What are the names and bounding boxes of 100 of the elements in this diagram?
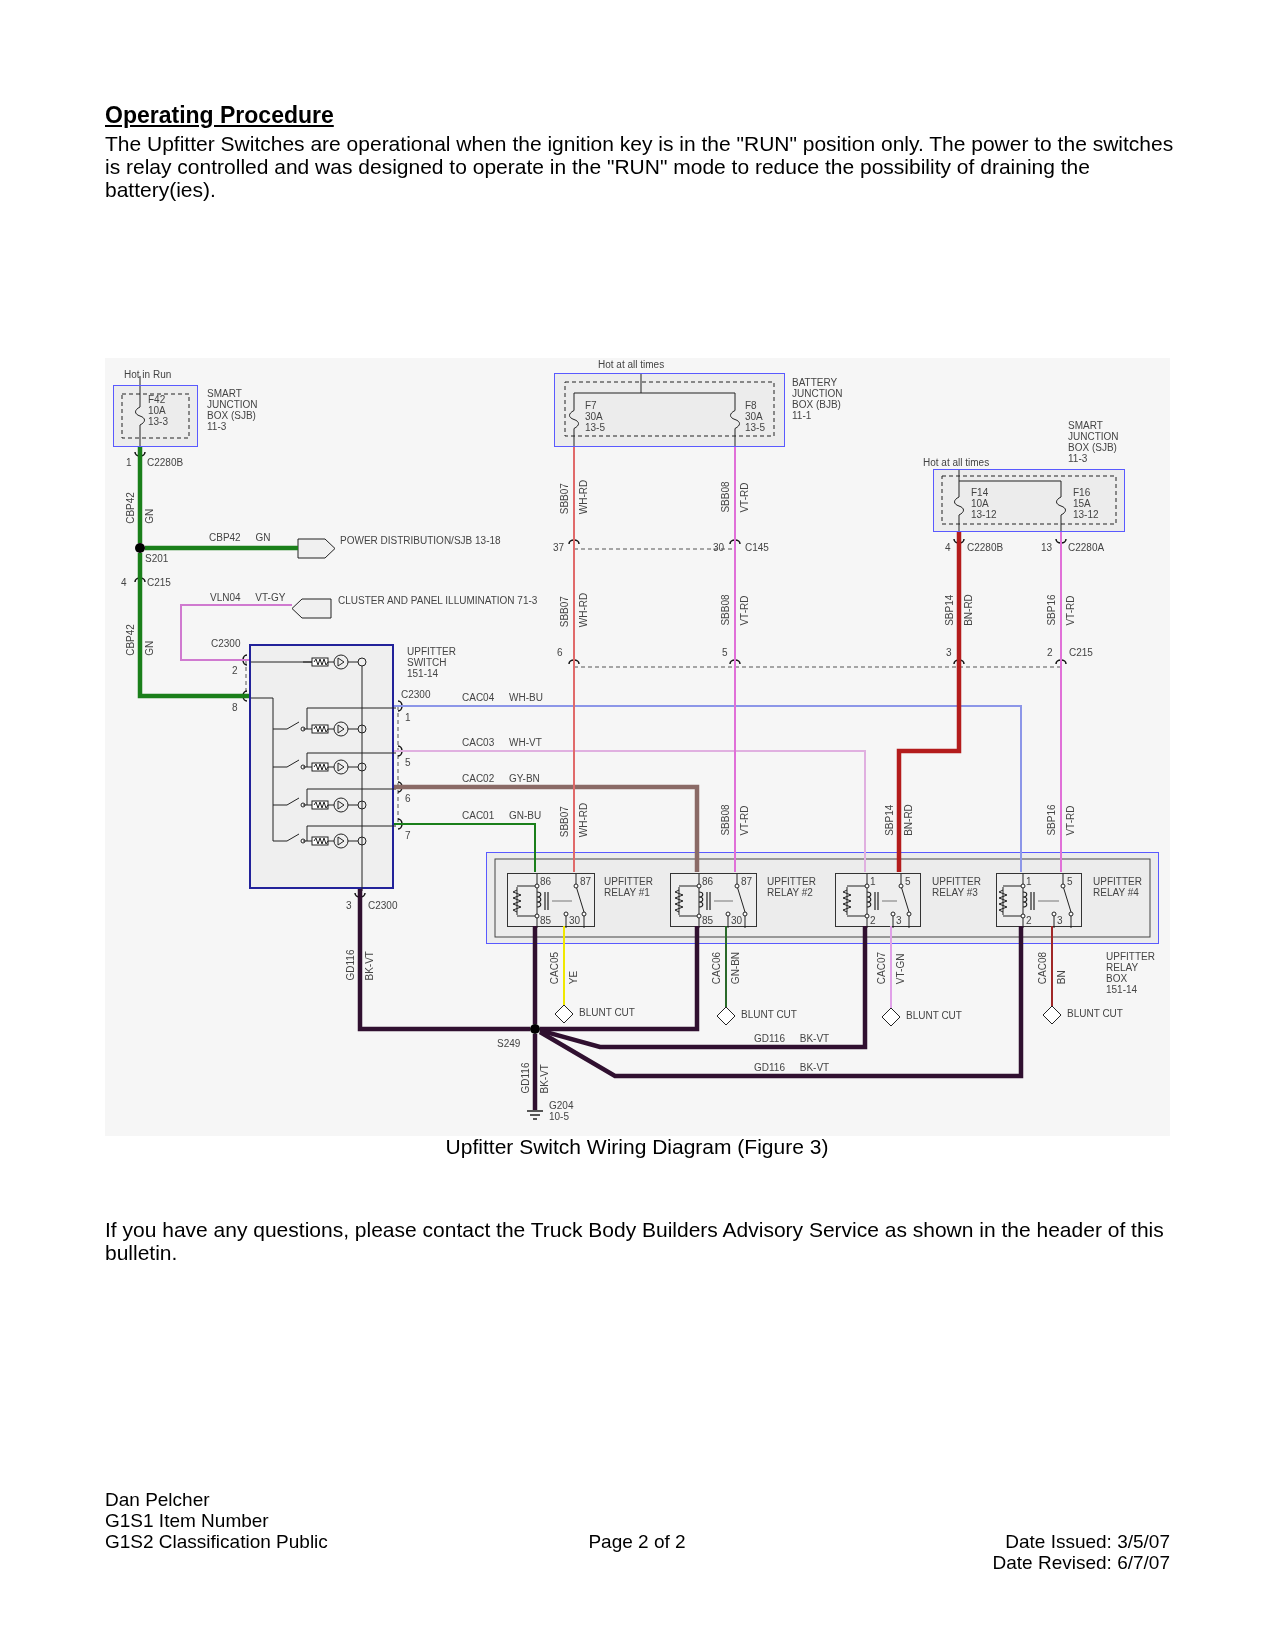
wire-end-label: BLUNT CUT: [579, 1007, 635, 1018]
wire: [539, 926, 868, 1050]
wire: [540, 926, 700, 1032]
wire-label: GD116 BK-VT: [345, 949, 375, 981]
component-label: UPFITTER RELAY BOX 151-14: [1106, 951, 1156, 995]
splice-label: S201: [145, 553, 169, 564]
pin-number: 3: [346, 900, 352, 911]
wire-label: CAC04 WH-BU: [462, 692, 543, 703]
wire: [393, 823, 536, 873]
wire: [137, 553, 249, 699]
pin-number: 5: [405, 757, 411, 768]
footer-text: Page 2 of 2: [588, 1531, 686, 1552]
paragraph-text: The Upfitter Switches are operational when the ignition key is in the "RUN" position only. The power to the switches is relay controlled and was designed to operate in the "RUN" mode to reduce the possibility of draining the battery(ies).: [105, 132, 1175, 201]
component-label: UPFITTER SWITCH 151-14: [407, 646, 457, 679]
wire: [734, 446, 736, 873]
wire-label: CAC03 WH-VT: [462, 737, 542, 748]
wire-end-label: BLUNT CUT: [741, 1009, 797, 1020]
pin-number: 1: [126, 457, 132, 468]
component-label: UPFITTER RELAY #3: [932, 876, 982, 898]
wire-label: SBP14 BN-RD: [884, 804, 914, 836]
wire: [725, 925, 727, 1008]
fuse-label: F8 30A 13-5: [745, 400, 765, 433]
pin-number: 4: [121, 577, 127, 588]
wire: [563, 925, 565, 1006]
connector-label: C2280B: [967, 542, 1004, 553]
connector-label: C2300: [211, 638, 241, 649]
pin-number: 8: [232, 702, 238, 713]
pin-number: 5: [722, 647, 728, 658]
wire-label: VLN04 VT-GY: [210, 592, 286, 603]
pin-number: 85: [540, 915, 552, 926]
component-label: POWER DISTRIBUTION/SJB 13-18: [340, 535, 502, 546]
footer-text: G1S2 Classification Public: [105, 1531, 328, 1552]
figure-caption: Upfitter Switch Wiring Diagram (Figure 3): [445, 1135, 829, 1159]
wire: [137, 447, 143, 543]
wire: [393, 750, 866, 873]
connector-label: C2300: [368, 900, 398, 911]
pin-number: 2: [232, 665, 238, 676]
wire-label: GD116 BK-VT: [754, 1062, 830, 1073]
pin-number: 6: [557, 647, 563, 658]
footer-text: Date Revised: 6/7/07: [992, 1552, 1170, 1573]
wire-label: SBB08 VT-RD: [720, 804, 750, 836]
pin-number: 30: [731, 915, 743, 926]
wire: [394, 784, 700, 872]
fuse-label: F16 15A 13-12: [1073, 487, 1099, 520]
pin-number: 3: [896, 915, 902, 926]
wire-end-label: BLUNT CUT: [906, 1010, 962, 1021]
fuse-label: F7 30A 13-5: [585, 400, 605, 433]
pin-number: 3: [946, 647, 952, 658]
wire-label: SBP16 VT-RD: [1046, 594, 1076, 626]
pin-number: 1: [405, 712, 411, 723]
wire: [180, 604, 293, 661]
footer-text: G1S1 Item Number: [105, 1510, 269, 1531]
component-label: UPFITTER RELAY #4: [1093, 876, 1143, 898]
wire-label: SBB07 WH-RD: [559, 592, 589, 628]
wire-label: CBP42 GN: [125, 624, 155, 656]
footer-text: Date Issued: 3/5/07: [1005, 1531, 1170, 1552]
pin-number: 37: [553, 542, 565, 553]
pin-number: 6: [405, 793, 411, 804]
connector-label: C2300: [401, 689, 431, 700]
wire-label: CAC01 GN-BU: [462, 810, 542, 821]
wire-label: CAC06 GN-BN: [711, 951, 741, 985]
pin-number: 5: [905, 876, 911, 887]
wire-label: SBP16 VT-RD: [1046, 804, 1076, 836]
wire: [538, 926, 1024, 1079]
connector-label: C215: [1069, 647, 1093, 658]
pin-number: 4: [945, 542, 951, 553]
connector-label: C145: [745, 542, 769, 553]
wire-label: SBP14 BN-RD: [944, 594, 974, 626]
pin-number: 2: [1026, 915, 1032, 926]
wire-label: SBB08 VT-RD: [720, 594, 750, 626]
wire: [145, 545, 298, 551]
supply-note: Hot at all times: [598, 359, 665, 370]
component-label: SMART JUNCTION BOX (SJB) 11-3: [207, 388, 259, 432]
connector-label: C2280B: [147, 457, 184, 468]
wire-label: CAC07 VT-GN: [876, 951, 906, 985]
pin-number: 86: [702, 876, 714, 887]
wire-label: CBP42 GN: [125, 492, 155, 524]
heading: Operating Procedure: [105, 102, 334, 129]
wire-end-label: BLUNT CUT: [1067, 1008, 1123, 1019]
pin-number: 2: [1047, 647, 1053, 658]
wire: [1051, 925, 1053, 1007]
wire: [896, 532, 962, 872]
pin-number: 30: [569, 915, 581, 926]
pin-number: 87: [741, 876, 753, 887]
component-label: UPFITTER RELAY #2: [767, 876, 817, 898]
wire-label: SBB07 WH-RD: [559, 802, 589, 838]
component-label: BATTERY JUNCTION BOX (BJB) 11-1: [792, 377, 844, 421]
wire-label: SBB07 WH-RD: [559, 479, 589, 515]
wire-label: CBP42 GN: [209, 532, 271, 543]
component-label: SMART JUNCTION BOX (SJB) 11-3: [1068, 420, 1120, 464]
pin-number: 86: [540, 876, 552, 887]
footer-text: Dan Pelcher: [105, 1489, 210, 1510]
splice-label: S249: [497, 1038, 521, 1049]
wire: [573, 446, 575, 873]
pin-number: 13: [1041, 542, 1053, 553]
pin-number: 85: [702, 915, 714, 926]
wire-label: CAC08 BN: [1037, 951, 1067, 985]
wire: [393, 705, 1022, 873]
fuse-label: F42 10A 13-3: [148, 394, 168, 427]
connector-label: C2280A: [1068, 542, 1105, 553]
